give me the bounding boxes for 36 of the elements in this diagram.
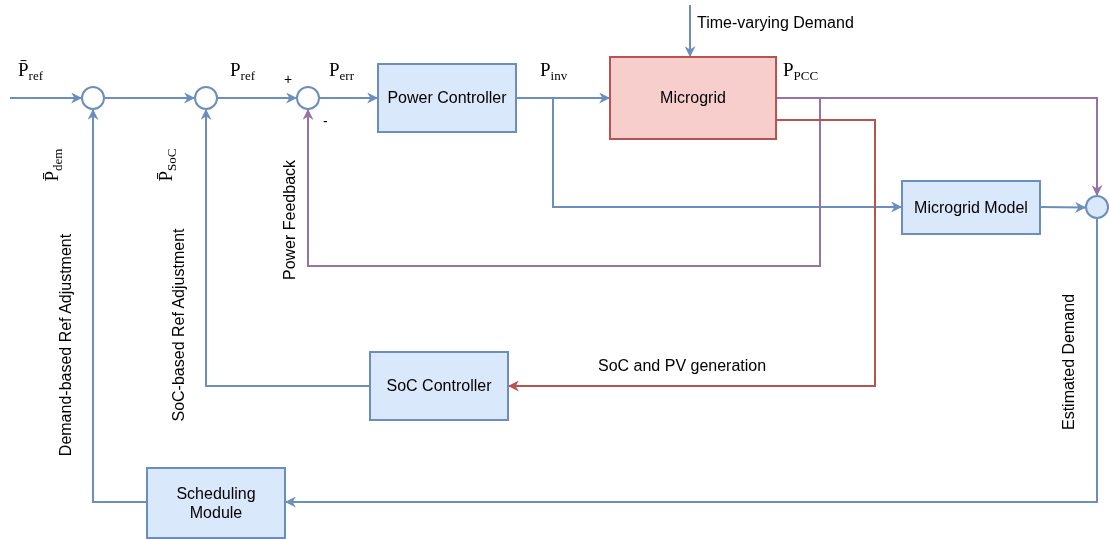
edge-label: Time-varying Demand [697,14,854,32]
process-box [146,467,286,539]
process-box [609,56,777,140]
edge-label: P$_{err}$ [329,60,354,84]
summing-junction [81,86,105,110]
arrow [684,4,696,58]
edge-label: Demand-based Ref Adjustment [57,233,75,457]
box-label: Microgrid Model [914,197,1028,218]
summing-junction [296,86,320,110]
process-box [377,63,517,133]
arrow [104,92,196,104]
process-box [369,351,509,421]
arrow [302,97,821,267]
summing-junction [1085,195,1109,219]
edge-label: P$_{ref}$ [230,60,255,84]
process-box [901,180,1041,235]
edge-label: Power Feedback [281,159,299,281]
sign-label: + [284,72,293,88]
arrow [9,92,83,104]
edge-label: SoC and PV generation [598,357,767,375]
box-label: SoC Controller [386,376,492,396]
summing-junction [194,86,218,110]
box-label: Microgrid [660,88,726,108]
edge-label: P̄$_{ref}$ [18,60,43,84]
box-label: Scheduling Module [175,483,257,523]
edge-label: Estimated Demand [1060,293,1078,431]
sign-label: - [323,114,328,130]
arrow [217,92,298,104]
arrow [1040,201,1087,213]
arrow [200,108,370,387]
edge-label: P$_{PCC}$ [783,60,819,84]
arrow [319,92,379,104]
edge-label: P$_{inv}$ [540,60,568,84]
box-label: Power Controller [387,88,507,108]
edge-label: SoC-based Ref Adjustment [170,228,188,422]
arrow [87,108,147,503]
